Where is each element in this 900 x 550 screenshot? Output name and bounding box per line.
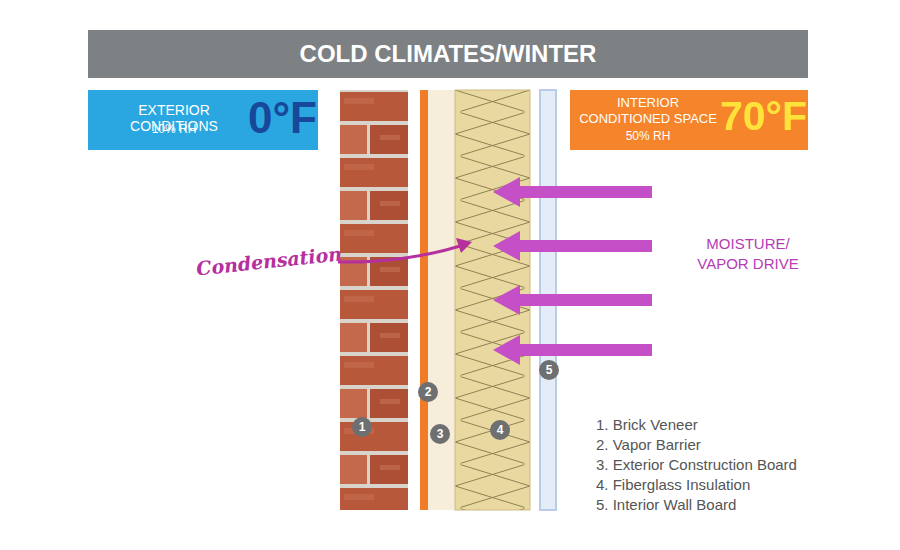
legend-line: 3. Exterior Construction Board xyxy=(596,456,856,474)
temperature-text: 0°F xyxy=(248,92,316,145)
callout-number: 4 xyxy=(490,420,510,440)
callout-text: 3 xyxy=(430,424,450,444)
callout-text: 5 xyxy=(539,360,559,380)
condensation-arrowhead xyxy=(456,238,472,253)
callout-number: 3 xyxy=(430,424,450,444)
interior-conditions-box: INTERIOR CONDITIONED SPACE 50% RH70°F xyxy=(570,90,808,150)
insulation-texture xyxy=(455,90,530,510)
callout-text: 1 xyxy=(352,417,372,437)
callout-number: 1 xyxy=(352,417,372,437)
construction-board xyxy=(428,90,455,510)
legend-line: 4. Fiberglass Insulation xyxy=(596,476,856,494)
humidity-text: 10% RH xyxy=(94,123,254,137)
callout-text: 2 xyxy=(418,382,438,402)
title-text: COLD CLIMATES/WINTER xyxy=(88,30,808,78)
title-band: COLD CLIMATES/WINTER xyxy=(88,30,808,78)
legend-line: 1. Brick Veneer xyxy=(596,416,856,434)
callout-number: 2 xyxy=(418,382,438,402)
condensation-leader xyxy=(338,246,460,262)
callout-number: 5 xyxy=(539,360,559,380)
vapor-drive-label: MOISTURE/ VAPOR DRIVE xyxy=(688,234,808,273)
box-heading: INTERIOR CONDITIONED SPACE xyxy=(574,95,722,126)
exterior-conditions-box: EXTERIOR CONDITIONS10% RH0°F xyxy=(88,90,318,150)
fiberglass-insulation xyxy=(455,90,530,510)
humidity-text: 50% RH xyxy=(574,130,722,144)
condensation-label: Condensation xyxy=(195,242,342,280)
legend-line: 2. Vapor Barrier xyxy=(596,436,856,454)
brick-veneer xyxy=(340,90,408,510)
vapor-barrier xyxy=(420,90,428,510)
legend-line: 5. Interior Wall Board xyxy=(596,496,856,514)
callout-text: 4 xyxy=(490,420,510,440)
vapor-drive-arrows xyxy=(493,177,652,365)
temperature-text: 70°F xyxy=(720,92,806,141)
